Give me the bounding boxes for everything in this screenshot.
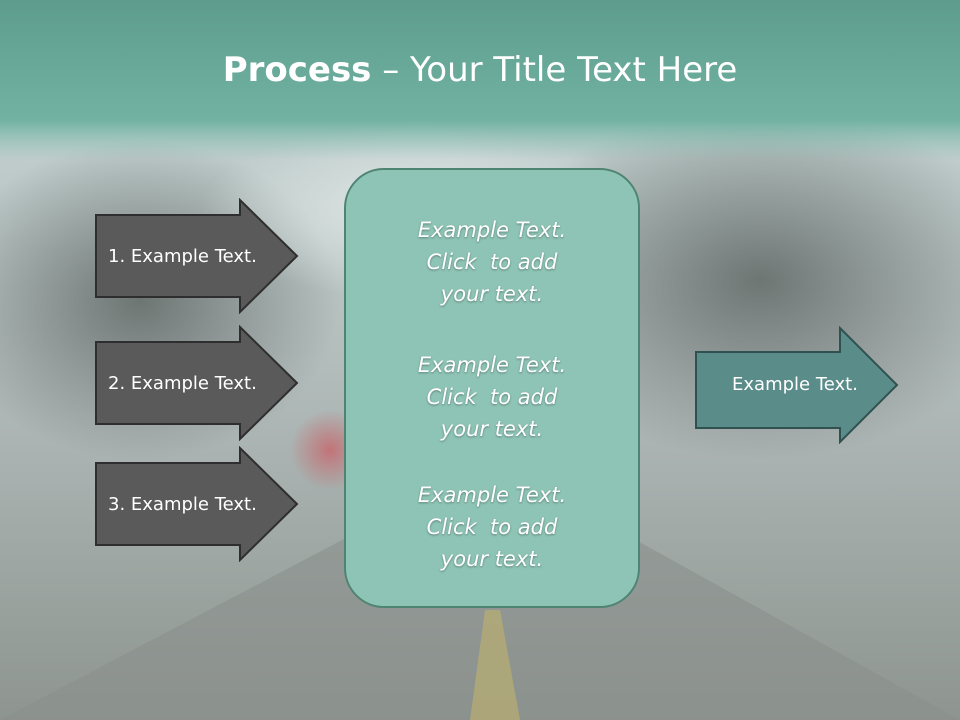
left-arrow-1[interactable]	[94, 198, 300, 314]
center-block-1-line-2: Click to add	[426, 250, 558, 274]
center-block-3-line-3: your text.	[440, 547, 544, 571]
left-arrow-3[interactable]	[94, 446, 300, 562]
right-arrow-label: Example Text.	[732, 373, 858, 395]
page-title: Process – Your Title Text Here	[0, 50, 960, 90]
center-block-3: Example Text. Click to add your text.	[346, 479, 638, 575]
center-block-2: Example Text. Click to add your text.	[346, 349, 638, 445]
title-rest: – Your Title Text Here	[371, 50, 738, 90]
right-arrow[interactable]	[694, 326, 900, 444]
left-arrow-1-label: 1. Example Text.	[108, 245, 257, 267]
center-block-1-line-1: Example Text.	[417, 218, 567, 242]
center-block-1: Example Text. Click to add your text.	[346, 214, 638, 310]
left-arrow-2[interactable]	[94, 325, 300, 441]
left-arrow-3-label: 3. Example Text.	[108, 493, 257, 515]
center-block-3-line-2: Click to add	[426, 515, 558, 539]
left-arrow-2-label: 2. Example Text.	[108, 372, 257, 394]
center-block-2-line-3: your text.	[440, 417, 544, 441]
center-text-box[interactable]: Example Text. Click to add your text. Ex…	[344, 168, 640, 608]
center-block-1-line-3: your text.	[440, 282, 544, 306]
center-block-2-line-2: Click to add	[426, 385, 558, 409]
center-block-2-line-1: Example Text.	[417, 353, 567, 377]
center-block-3-line-1: Example Text.	[417, 483, 567, 507]
title-bold: Process	[222, 50, 372, 90]
